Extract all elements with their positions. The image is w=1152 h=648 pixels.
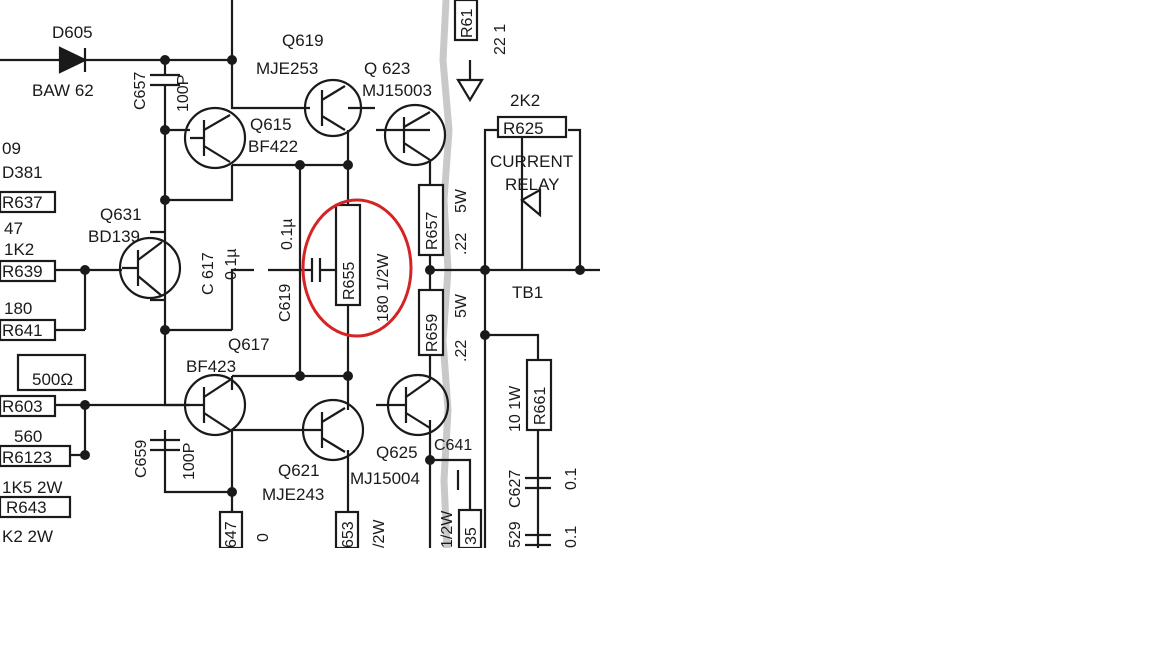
resistor-r661 <box>525 358 553 432</box>
resistor-r659 <box>417 288 445 357</box>
label-r641-ref: R641 <box>2 321 43 340</box>
resistor-r603 <box>0 394 57 418</box>
resistor-r637 <box>0 190 57 214</box>
label-c657-value: 100P <box>175 75 192 112</box>
label-c657-ref: C657 <box>132 72 149 110</box>
label-q625-value: MJ15004 <box>350 469 420 488</box>
label-c619-ref: C619 <box>277 284 294 322</box>
label-r635: 35 <box>463 527 480 545</box>
label-r625-value: 2K2 <box>510 91 540 110</box>
resistor-r657 <box>417 183 445 257</box>
scan-crease <box>439 0 453 548</box>
label-c659-ref: C659 <box>133 440 150 478</box>
label-r639-value: 1K2 <box>4 240 34 259</box>
label-r61x-ref: R61 <box>459 9 476 38</box>
label-r61x-value: 22 1 <box>492 24 509 55</box>
label-c641: C641 <box>434 437 472 454</box>
transistor-q623 <box>383 103 447 167</box>
label-r659-value: .22 <box>453 340 470 362</box>
label-r47: 47 <box>4 219 23 238</box>
label-c629-ref: 529 <box>507 521 524 548</box>
label-d605-value: BAW 62 <box>32 81 94 100</box>
resistor-r643 <box>0 495 72 519</box>
label-r653: 653 <box>340 521 357 548</box>
resistor-r6123 <box>0 444 72 468</box>
label-r655-value: 180 1/2W <box>375 253 392 322</box>
trimmer-pot <box>16 353 87 392</box>
transistor-q625 <box>386 373 450 437</box>
label-tb1: TB1 <box>512 283 543 302</box>
label-r661-ref: R661 <box>532 387 549 425</box>
label-r657-power: 5W <box>453 188 470 213</box>
label-c627-value: 0.1 <box>563 468 580 490</box>
transistor-q615 <box>183 106 247 170</box>
label-q615-ref: Q615 <box>250 115 292 134</box>
label-q615-value: BF422 <box>248 137 298 156</box>
label-r6123-ref: R6123 <box>2 448 52 467</box>
label-r641-value: 180 <box>4 299 32 318</box>
label-q621-value: MJE243 <box>262 485 324 504</box>
label-q609-value: D381 <box>2 163 43 182</box>
label-pot-value: 500Ω <box>32 370 73 389</box>
resistor-r653 <box>334 510 360 548</box>
label-r637: R637 <box>2 193 43 212</box>
label-c659-value: 100P <box>181 443 198 480</box>
highlight-ellipse-r655 <box>301 198 413 338</box>
label-q621-ref: Q621 <box>278 461 320 480</box>
label-r659-power: 5W <box>453 293 470 318</box>
label-q625-ref: Q625 <box>376 443 418 462</box>
label-d605-ref: D605 <box>52 23 93 42</box>
label-c617-ref: C 617 <box>200 252 217 295</box>
label-bottom-w12b: 1/2W <box>439 510 456 548</box>
resistor-r639 <box>0 259 57 283</box>
label-r655-ref: R655 <box>341 262 358 300</box>
label-bottom-left-value: K2 2W <box>2 527 53 546</box>
label-q619-ref: Q619 <box>282 31 324 50</box>
label-q617-value: BF423 <box>186 357 236 376</box>
label-r639-ref: R639 <box>2 262 43 281</box>
junction-dots <box>80 55 585 497</box>
label-q631-ref: Q631 <box>100 205 142 224</box>
label-r661-value: 10 1W <box>507 385 524 432</box>
resistor-r647 <box>218 510 244 548</box>
resistor-r625 <box>496 115 568 139</box>
label-c627-ref: C627 <box>507 470 524 508</box>
transistor-q617 <box>183 373 247 437</box>
resistor-r61x <box>453 0 479 42</box>
label-q617-ref: Q617 <box>228 335 270 354</box>
label-r6123-value: 560 <box>14 427 42 446</box>
label-c619-value: 0.1µ <box>279 219 296 250</box>
label-r603: R603 <box>2 397 43 416</box>
label-r659-ref: R659 <box>424 314 441 352</box>
label-relay-line1: CURRENT <box>490 152 573 171</box>
label-r657-value: .22 <box>453 233 470 255</box>
transistor-q619 <box>303 78 363 138</box>
label-r657-ref: R657 <box>424 212 441 250</box>
schematic-scan: D605 BAW 62 C657 100P Q619 MJE253 Q 623 … <box>0 0 600 548</box>
label-bottom-w12: /2W <box>371 519 388 548</box>
label-q619-value: MJE253 <box>256 59 318 78</box>
resistor-r655 <box>334 203 362 307</box>
label-q609-ref: 09 <box>2 139 21 158</box>
label-relay-line2: RELAY <box>505 175 560 194</box>
label-c617-value: 0.1µ <box>223 249 240 280</box>
label-q623-ref: Q 623 <box>364 59 410 78</box>
amplifier-output-stage-schematic: D605 BAW 62 C657 100P Q619 MJE253 Q 623 … <box>0 0 600 548</box>
label-q631-value: BD139 <box>88 227 140 246</box>
label-r643-value: 1K5 2W <box>2 478 62 497</box>
resistor-r635 <box>457 508 483 548</box>
label-r625-ref: R625 <box>503 119 544 138</box>
transistor-q621 <box>300 398 365 462</box>
label-r647: 647 <box>223 521 240 548</box>
transistor-q631 <box>118 236 182 300</box>
resistor-r641 <box>0 318 57 342</box>
label-bottom-zero: 0 <box>255 533 272 542</box>
label-r643-ref: R643 <box>6 498 47 517</box>
label-c629-value: 0.1 <box>563 526 580 548</box>
label-q623-value: MJ15003 <box>362 81 432 100</box>
